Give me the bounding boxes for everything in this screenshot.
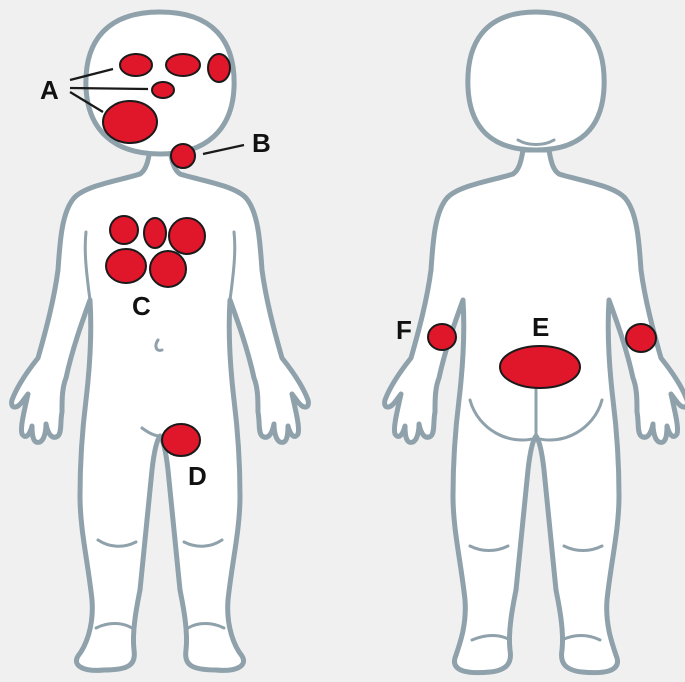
spot-a-forehead-right xyxy=(166,54,200,76)
back-head-outline xyxy=(468,12,604,150)
label-b: B xyxy=(252,128,271,158)
spot-f-elbow-left xyxy=(428,324,456,350)
leader-b xyxy=(203,145,244,154)
spot-d-thigh xyxy=(162,424,200,456)
spot-b-neck xyxy=(171,144,195,168)
spot-c-chest-4 xyxy=(106,249,146,283)
spot-a-ear xyxy=(208,54,230,82)
front-figure: A B C D xyxy=(12,12,309,670)
back-figure: E F xyxy=(385,12,685,673)
spot-a-cheek xyxy=(103,101,157,143)
label-f: F xyxy=(396,315,412,345)
label-a: A xyxy=(40,75,59,105)
label-c: C xyxy=(132,291,151,321)
spot-c-chest-3 xyxy=(169,218,205,254)
spot-a-forehead-left xyxy=(120,54,152,76)
spot-a-nose xyxy=(152,82,174,98)
leader-a-2 xyxy=(70,88,148,89)
label-e: E xyxy=(532,312,549,342)
spot-f-elbow-right xyxy=(626,324,656,352)
spot-c-chest-2 xyxy=(144,218,166,248)
label-d: D xyxy=(188,461,207,491)
spot-e-lower-back xyxy=(500,346,580,388)
spot-c-chest-1 xyxy=(110,216,138,244)
spot-c-chest-5 xyxy=(150,251,186,287)
